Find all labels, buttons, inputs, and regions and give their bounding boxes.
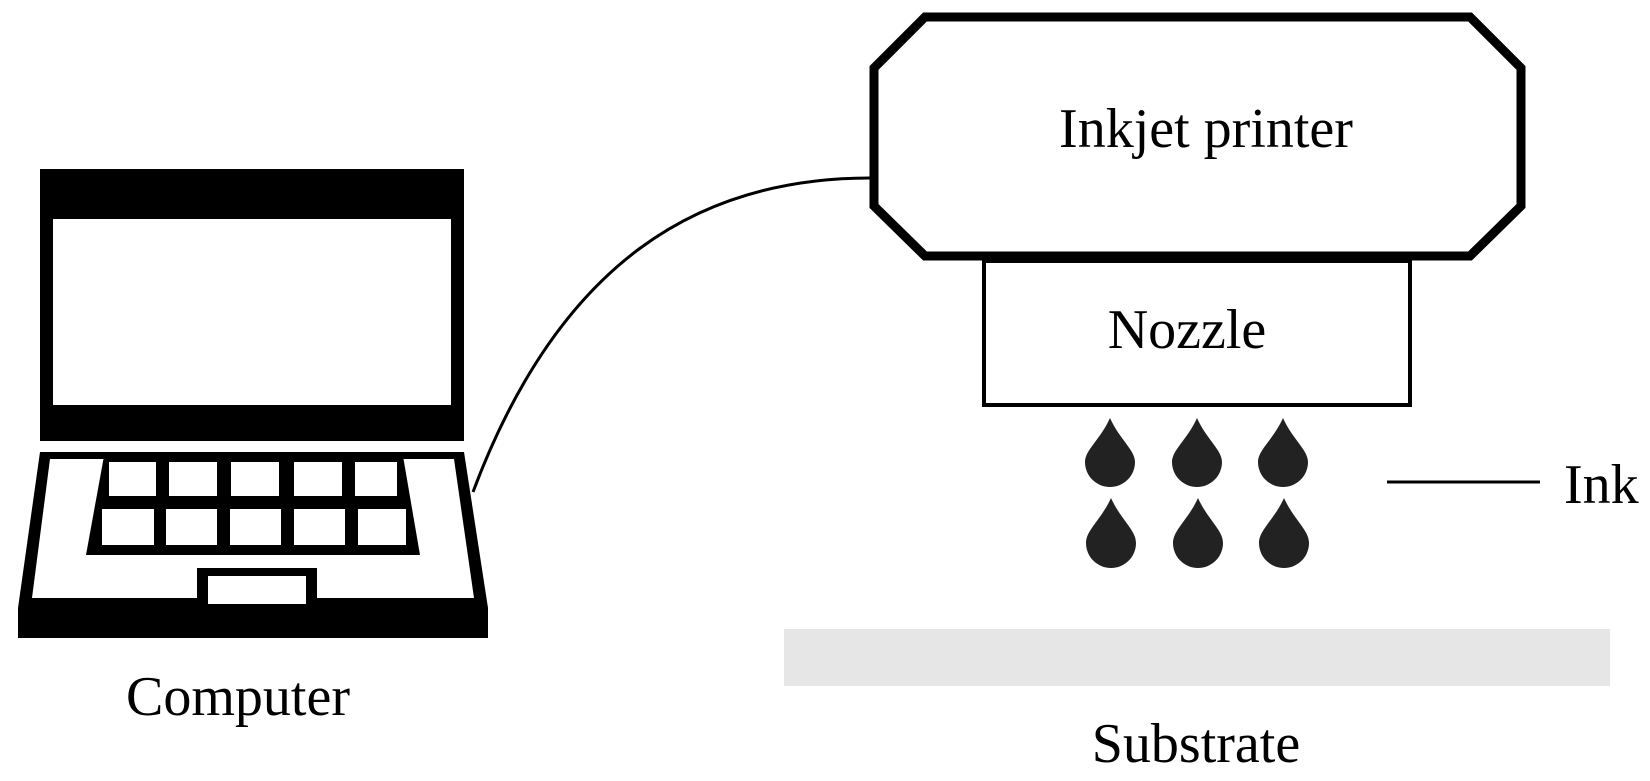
- printer-body: [869, 12, 1526, 261]
- ink-drop-icon: [1259, 498, 1309, 568]
- key: [109, 462, 156, 496]
- ink-drop-icon: [1173, 498, 1223, 568]
- ink-drop-icon: [1085, 418, 1135, 487]
- cable: [471, 176, 871, 493]
- key: [294, 509, 345, 545]
- key: [231, 462, 279, 496]
- laptop-screen: [53, 219, 451, 405]
- key: [166, 509, 217, 545]
- ink-drop-icon: [1258, 418, 1308, 487]
- laptop-icon: [18, 169, 488, 638]
- key: [102, 509, 154, 545]
- ink-label: Ink: [1564, 454, 1639, 516]
- key: [230, 509, 281, 545]
- nozzle-label: Nozzle: [1108, 299, 1267, 361]
- ink-drop-icon: [1086, 498, 1136, 568]
- ink-drop-icon: [1172, 418, 1222, 487]
- key: [358, 509, 406, 545]
- printer-label: Inkjet printer: [1059, 98, 1353, 160]
- computer-label: Computer: [126, 666, 350, 728]
- ink-drops: [1085, 418, 1309, 568]
- key: [294, 462, 342, 496]
- nozzle-box: [982, 259, 1412, 407]
- substrate-plate: [784, 629, 1610, 686]
- keyboard-keys: [102, 462, 406, 545]
- key: [355, 462, 397, 496]
- substrate-label: Substrate: [1092, 713, 1300, 775]
- laptop-touchpad-surface: [208, 576, 306, 604]
- key: [169, 462, 217, 496]
